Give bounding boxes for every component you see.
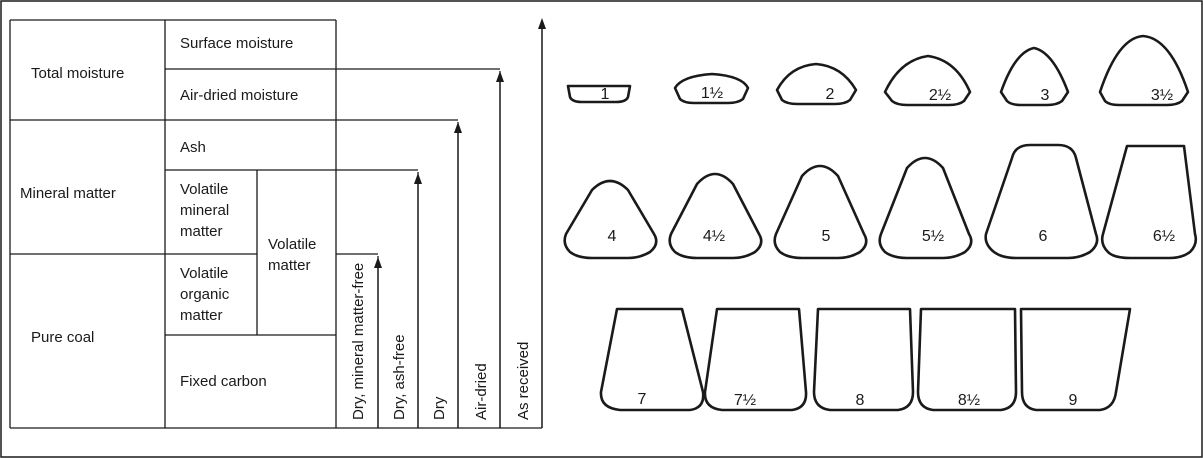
profile-number: 8½ <box>958 392 980 409</box>
swelling-profile: 5 <box>773 164 868 260</box>
profile-shape <box>668 172 763 260</box>
basis-as-received-label: As received <box>515 342 532 420</box>
profile-number: 7½ <box>734 392 756 409</box>
profile-shape <box>773 164 868 260</box>
basis-dry-label: Dry <box>431 396 448 420</box>
swelling-profile: 9 <box>1019 307 1132 412</box>
volatile-organic-matter-line-1: Volatile <box>180 265 228 282</box>
profile-number: 5½ <box>922 228 944 245</box>
as-received-arrowhead <box>538 18 546 29</box>
volatile-matter-label: Volatile matter <box>268 236 321 274</box>
swelling-profile: 6 <box>984 143 1099 260</box>
volatile-mineral-matter-line-3: matter <box>180 223 223 240</box>
daf-arrowhead <box>414 173 422 184</box>
swelling-profile: 8 <box>812 307 915 412</box>
fixed-carbon-label: Fixed carbon <box>180 373 267 390</box>
profile-number: 4 <box>608 228 617 245</box>
swelling-profile: 4½ <box>668 172 763 260</box>
volatile-matter-line-2: matter <box>268 257 311 274</box>
profile-shape <box>599 307 705 412</box>
profile-number: 2½ <box>929 87 951 104</box>
coal-analysis-diagram: Total moisture Mineral matter Pure coal … <box>9 18 546 429</box>
mineral-matter-label: Mineral matter <box>20 185 116 202</box>
profile-number: 1 <box>601 86 610 103</box>
swelling-profile: 8½ <box>916 307 1018 412</box>
profile-number: 9 <box>1069 392 1078 409</box>
swelling-profile: 3 <box>999 46 1070 107</box>
swelling-profile: 2½ <box>883 54 972 107</box>
air-dried-moisture-label: Air-dried moisture <box>180 87 298 104</box>
basis-dmmf-label: Dry, mineral matter-free <box>350 263 367 420</box>
profile-shape <box>775 62 858 106</box>
profile-shape <box>999 46 1070 107</box>
profile-shape <box>1019 307 1132 412</box>
profile-shape <box>563 179 658 260</box>
swelling-profile: 1½ <box>673 72 750 105</box>
profile-shape <box>812 307 915 412</box>
profile-number: 3½ <box>1151 87 1173 104</box>
basis-air-dried-label: Air-dried <box>473 363 490 420</box>
volatile-organic-matter-label: Volatile organic matter <box>180 265 233 324</box>
profile-shape <box>673 72 750 105</box>
profile-shape <box>878 156 973 260</box>
swelling-profile: 4 <box>563 179 658 260</box>
volatile-mineral-matter-line-2: mineral <box>180 202 229 219</box>
profile-shape <box>916 307 1018 412</box>
volatile-organic-matter-line-2: organic <box>180 286 230 303</box>
total-moisture-label: Total moisture <box>31 65 124 82</box>
volatile-organic-matter-line-3: matter <box>180 307 223 324</box>
profile-shape <box>883 54 972 107</box>
profile-shape <box>1100 144 1198 260</box>
swelling-profile: 7 <box>599 307 705 412</box>
swelling-profile: 5½ <box>878 156 973 260</box>
profile-shape <box>566 84 632 104</box>
profile-number: 7 <box>638 391 647 408</box>
profile-number: 1½ <box>701 85 723 102</box>
air-dried-arrowhead <box>496 71 504 82</box>
profile-shape <box>984 143 1099 260</box>
profile-number: 3 <box>1041 87 1050 104</box>
surface-moisture-label: Surface moisture <box>180 35 293 52</box>
pure-coal-label: Pure coal <box>31 329 94 346</box>
volatile-mineral-matter-line-1: Volatile <box>180 181 228 198</box>
dmmf-arrowhead <box>374 257 382 268</box>
swelling-profile: 2 <box>775 62 858 106</box>
ash-label: Ash <box>180 139 206 156</box>
swelling-profile: 6½ <box>1100 144 1198 260</box>
swelling-profile: 7½ <box>703 307 808 412</box>
volatile-matter-line-1: Volatile <box>268 236 316 253</box>
swelling-profile: 3½ <box>1098 34 1190 107</box>
volatile-mineral-matter-label: Volatile mineral matter <box>180 181 233 240</box>
profile-number: 8 <box>856 392 865 409</box>
profile-number: 2 <box>826 86 835 103</box>
basis-daf-label: Dry, ash-free <box>391 334 408 420</box>
swelling-profile: 1 <box>566 84 632 104</box>
profile-number: 4½ <box>703 228 725 245</box>
swelling-profiles: 1 1½ 2 2½ 3 3½ 4 4½ <box>563 34 1198 412</box>
profile-number: 5 <box>822 228 831 245</box>
dry-arrowhead <box>454 122 462 133</box>
profile-number: 6½ <box>1153 228 1175 245</box>
profile-number: 6 <box>1039 228 1048 245</box>
profile-shape <box>1098 34 1190 107</box>
profile-shape <box>703 307 808 412</box>
